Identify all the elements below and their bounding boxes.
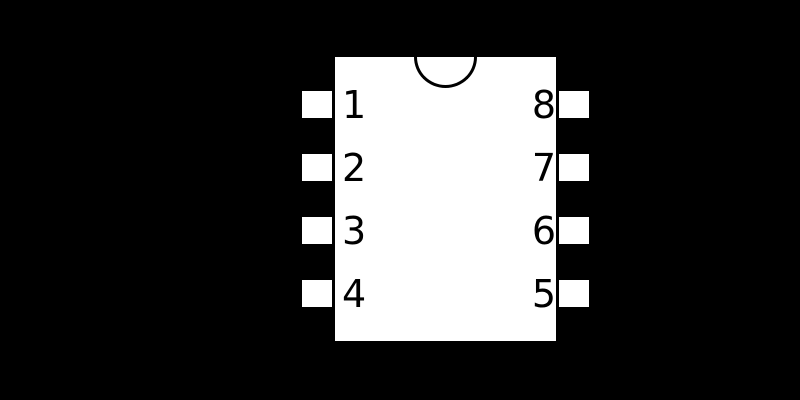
pin-number-3: 3 (342, 208, 367, 253)
pin-number-4: 4 (342, 271, 367, 316)
pin-number-2: 2 (342, 145, 367, 190)
pin-number-8: 8 (531, 82, 556, 127)
pin-pad-5 (557, 278, 591, 309)
pin-number-7: 7 (531, 145, 556, 190)
pin-pad-7 (557, 152, 591, 183)
pin-pad-2 (300, 152, 334, 183)
pin-pad-1 (300, 89, 334, 120)
pin-pad-3 (300, 215, 334, 246)
pin-number-6: 6 (531, 208, 556, 253)
orientation-notch-icon (414, 57, 477, 88)
pin-pad-6 (557, 215, 591, 246)
pin-pad-4 (300, 278, 334, 309)
pin-number-5: 5 (531, 271, 556, 316)
ic-body (335, 57, 556, 341)
pin-number-1: 1 (342, 82, 367, 127)
pin-pad-8 (557, 89, 591, 120)
